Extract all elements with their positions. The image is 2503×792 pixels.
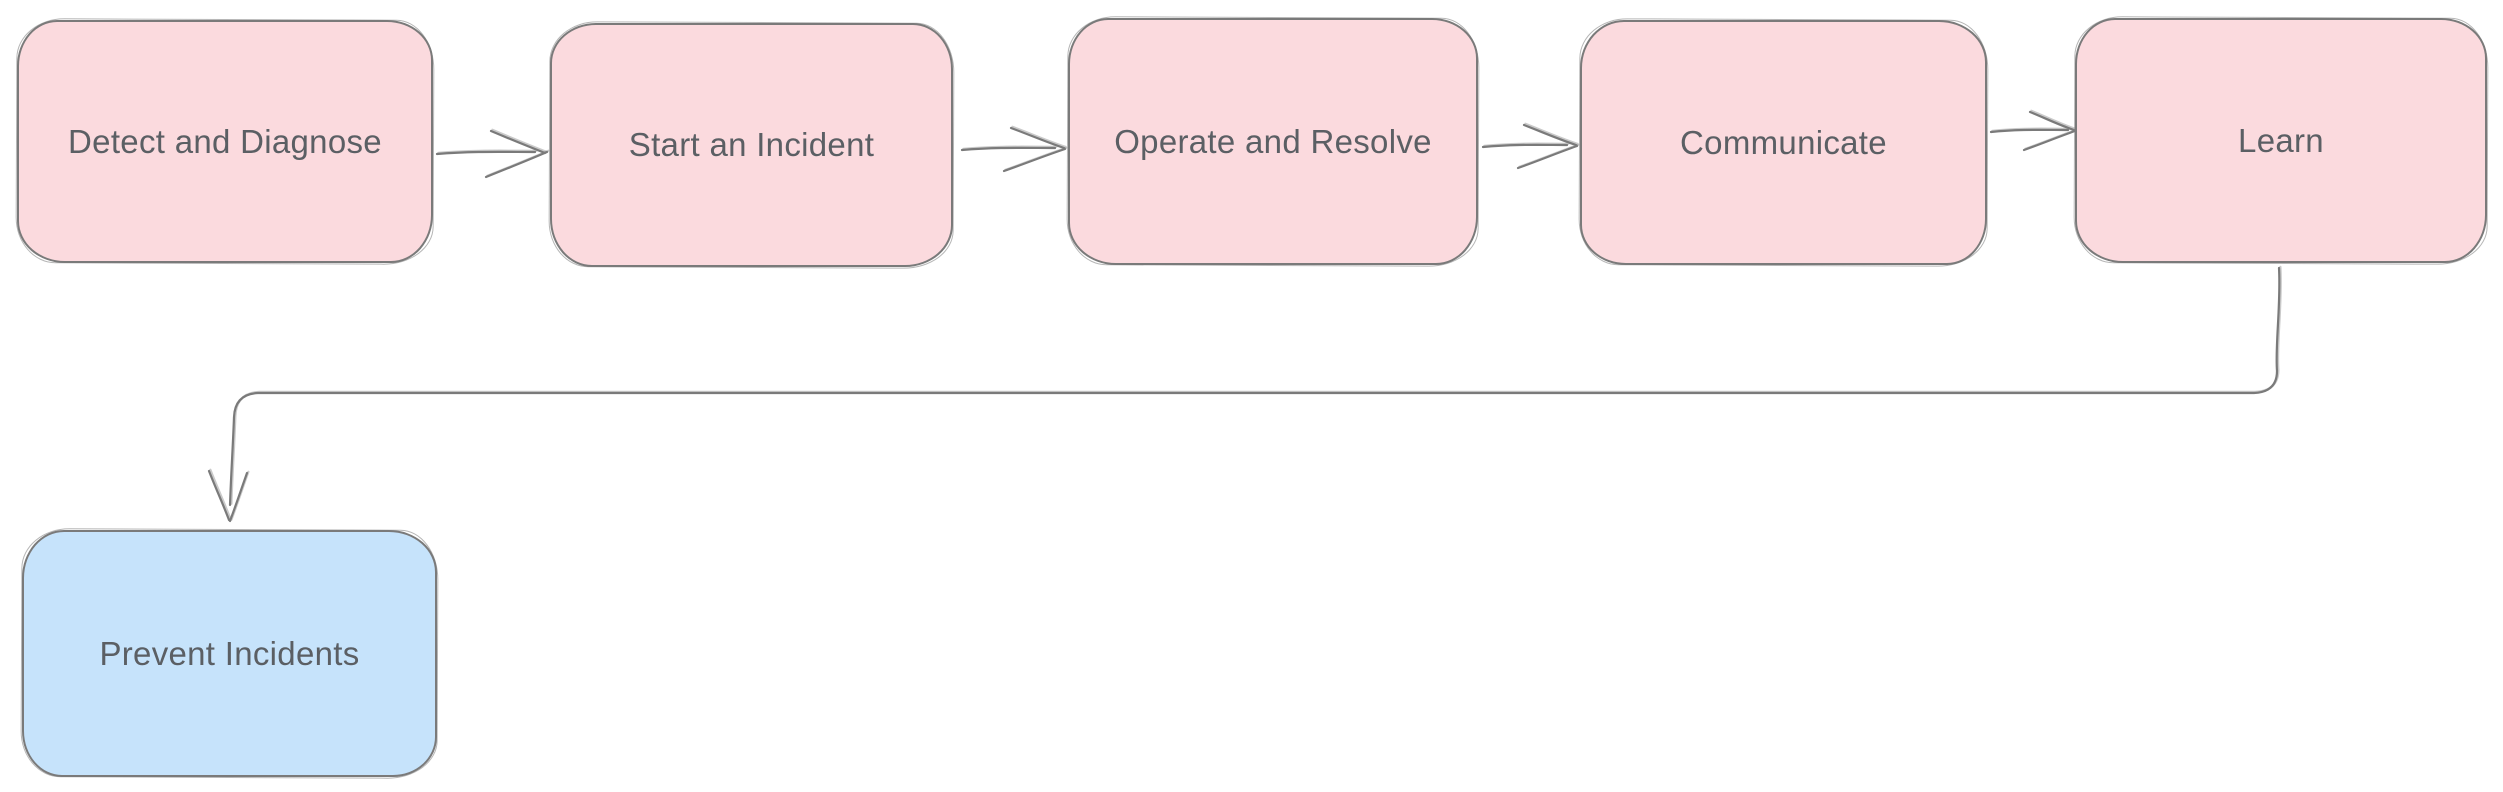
edge-detect-to-start <box>435 129 549 179</box>
edge-operate-to-communicate <box>1481 123 1579 170</box>
flow-node-detect-and-diagnose[interactable]: Detect and Diagnose <box>17 20 433 263</box>
flow-node-operate-and-resolve[interactable]: Operate and Resolve <box>1068 18 1478 265</box>
node-label-learn: Learn <box>2238 121 2324 159</box>
edge-communicate-to-learn <box>1989 110 2077 152</box>
node-label-operate-and-resolve: Operate and Resolve <box>1114 122 1432 160</box>
node-label-communicate: Communicate <box>1680 123 1887 161</box>
flow-node-learn[interactable]: Learn <box>2075 18 2487 263</box>
node-label-prevent-incidents: Prevent Incidents <box>99 634 360 672</box>
node-label-detect-and-diagnose: Detect and Diagnose <box>68 122 382 160</box>
flow-node-communicate[interactable]: Communicate <box>1580 20 1987 265</box>
flow-node-start-an-incident[interactable]: Start an Incident <box>550 23 953 267</box>
edge-learn-to-prevent <box>207 266 2281 523</box>
flow-node-prevent-incidents[interactable]: Prevent Incidents <box>22 530 437 777</box>
edge-start-to-operate <box>960 126 1067 173</box>
node-label-start-an-incident: Start an Incident <box>628 126 875 163</box>
